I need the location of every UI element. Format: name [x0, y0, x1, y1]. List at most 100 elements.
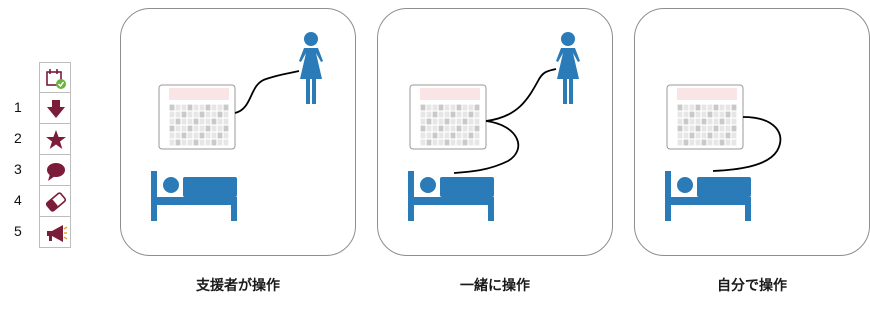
legend-row-4: 4	[0, 186, 80, 218]
tablet-key	[169, 125, 175, 132]
tablet-key	[731, 118, 737, 125]
tablet-key	[426, 118, 432, 125]
tablet-key	[689, 111, 695, 118]
tablet-key	[438, 125, 444, 132]
tablet-key	[468, 132, 474, 139]
tablet-key	[462, 132, 468, 139]
tablet-key	[731, 125, 737, 132]
supporter-figure-icon	[299, 32, 323, 104]
tablet-key	[432, 125, 438, 132]
tablet-key	[205, 118, 211, 125]
eraser-icon	[45, 192, 67, 212]
tablet-key	[677, 118, 683, 125]
legend-icon-button[interactable]	[39, 155, 71, 186]
tablet-key	[426, 125, 432, 132]
tablet-key	[695, 139, 701, 146]
panel-caption: 自分で操作	[717, 278, 787, 294]
connection-wire	[234, 70, 300, 114]
patient-bed-icon	[151, 171, 237, 221]
tablet-key	[193, 139, 199, 146]
tablet-key	[432, 139, 438, 146]
tablet-key	[719, 132, 725, 139]
tablet-key	[456, 125, 462, 132]
legend-icon-button[interactable]	[39, 186, 71, 217]
tablet-key	[169, 118, 175, 125]
legend-number: 2	[14, 130, 22, 146]
tablet-key	[701, 118, 707, 125]
tablet-key	[450, 139, 456, 146]
tablet-key	[205, 111, 211, 118]
legend-icon-button[interactable]	[39, 217, 71, 248]
tablet-key	[683, 111, 689, 118]
tablet-key	[450, 125, 456, 132]
tablet-key	[199, 118, 205, 125]
tablet-key	[725, 104, 731, 111]
tablet-key	[456, 139, 462, 146]
legend-number: 4	[14, 192, 22, 208]
legend-icon-button[interactable]	[39, 124, 71, 155]
tablet-key	[193, 125, 199, 132]
panel-illustration	[408, 32, 580, 221]
tablet-key	[701, 132, 707, 139]
tablet-key	[689, 139, 695, 146]
tablet-key	[217, 104, 223, 111]
tablet-key	[695, 111, 701, 118]
tablet-key	[193, 104, 199, 111]
tablet-key	[426, 132, 432, 139]
tablet-key	[468, 118, 474, 125]
tablet-key	[211, 118, 217, 125]
tablet-key	[217, 118, 223, 125]
tablet-key	[432, 118, 438, 125]
tablet-key	[193, 132, 199, 139]
legend-number: 5	[14, 223, 22, 239]
tablet-key	[731, 139, 737, 146]
tablet-key	[432, 132, 438, 139]
tablet-key	[462, 125, 468, 132]
megaphone-icon	[47, 225, 68, 242]
tablet-key	[731, 132, 737, 139]
tablet-key	[187, 139, 193, 146]
panel-caption: 支援者が操作	[196, 278, 280, 294]
tablet-key	[169, 132, 175, 139]
tablet-key	[205, 139, 211, 146]
tablet-key	[713, 111, 719, 118]
tablet-key	[217, 139, 223, 146]
tablet-key	[701, 104, 707, 111]
tablet-key	[444, 132, 450, 139]
tablet-icon	[158, 84, 236, 150]
tablet-key	[450, 111, 456, 118]
tablet-key	[438, 139, 444, 146]
tablet-key	[444, 118, 450, 125]
legend-icon-button[interactable]	[39, 62, 71, 93]
panel-supporter-operates	[120, 8, 356, 256]
tablet-key	[689, 118, 695, 125]
tablet-key	[181, 104, 187, 111]
tablet-key	[713, 125, 719, 132]
tablet-key	[223, 125, 229, 132]
tablet-key	[468, 125, 474, 132]
tablet-key	[474, 125, 480, 132]
tablet-key	[683, 132, 689, 139]
tablet-key	[205, 125, 211, 132]
tablet-key	[474, 118, 480, 125]
tablet-key	[438, 132, 444, 139]
tablet-key	[725, 139, 731, 146]
star-icon	[46, 130, 66, 149]
tablet-key	[677, 104, 683, 111]
panel-caption: 一緒に操作	[460, 278, 530, 294]
tablet-key	[169, 139, 175, 146]
tablet-key	[432, 104, 438, 111]
tablet-key	[725, 132, 731, 139]
tablet-key	[725, 118, 731, 125]
tablet-key	[689, 104, 695, 111]
panel-illustration	[665, 84, 782, 221]
tablet-key	[695, 132, 701, 139]
tablet-key	[462, 139, 468, 146]
tablet-key	[426, 104, 432, 111]
legend-icon-button[interactable]	[39, 93, 71, 124]
tablet-key	[175, 125, 181, 132]
tablet-key	[187, 125, 193, 132]
tablet-key	[187, 104, 193, 111]
tablet-key	[462, 111, 468, 118]
tablet-key	[462, 104, 468, 111]
